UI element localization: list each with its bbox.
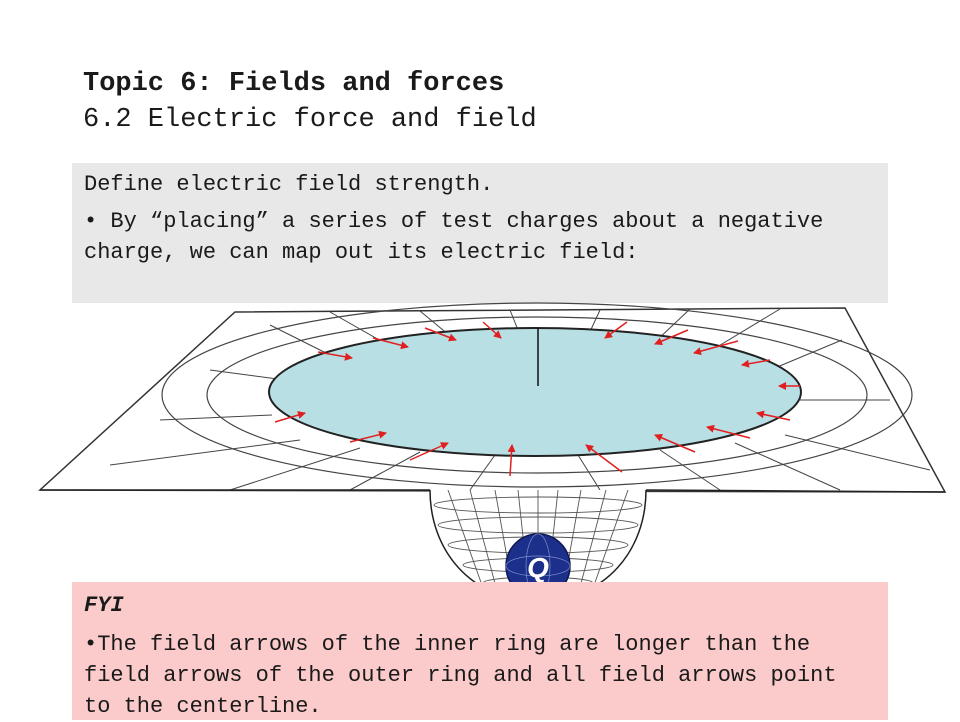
inner-disk: [268, 327, 802, 457]
charge-label: Q: [527, 552, 549, 583]
field-arrow: [372, 337, 409, 350]
title-block: Topic 6: Fields and forces 6.2 Electric …: [83, 66, 537, 138]
field-arrow: [654, 329, 689, 345]
outer-ring: [161, 302, 913, 488]
field-arrow: [585, 444, 623, 473]
fyi-bullet: •The field arrows of the inner ring are …: [84, 629, 876, 722]
slide-subtitle: 6.2 Electric force and field: [83, 105, 537, 135]
field-arrow: [317, 351, 353, 361]
field-arrow: [604, 321, 628, 339]
fyi-bullet-text: The field arrows of the inner ring are l…: [84, 632, 837, 719]
field-arrow: [706, 424, 751, 439]
fyi-title: FYI: [84, 593, 124, 618]
field-arrow: [507, 444, 516, 477]
field-arrow: [693, 340, 739, 356]
field-arrow: [756, 410, 791, 421]
field-arrows: [274, 321, 800, 477]
objective-bullet-text: By “placing” a series of test charges ab…: [84, 209, 824, 265]
bullet-icon: •: [84, 632, 98, 657]
objective-heading: Define electric field strength.: [84, 172, 494, 197]
field-arrow: [654, 434, 696, 453]
slide-title: Topic 6: Fields and forces: [83, 69, 505, 99]
field-arrow: [274, 411, 306, 423]
electric-field-figure: Q: [0, 300, 960, 610]
objective-bullet: • By “placing” a series of test charges …: [84, 206, 876, 268]
field-arrow: [482, 321, 502, 339]
field-arrow: [424, 327, 457, 342]
objective-box: Define electric field strength. • By “pl…: [72, 163, 888, 303]
field-arrow: [409, 442, 449, 461]
field-diagram: Q: [38, 302, 947, 603]
field-arrow: [349, 430, 387, 443]
fyi-box: FYI •The field arrows of the inner ring …: [72, 582, 888, 720]
bullet-icon: •: [84, 209, 98, 234]
middle-ring: [206, 316, 868, 474]
field-arrow: [741, 359, 771, 368]
